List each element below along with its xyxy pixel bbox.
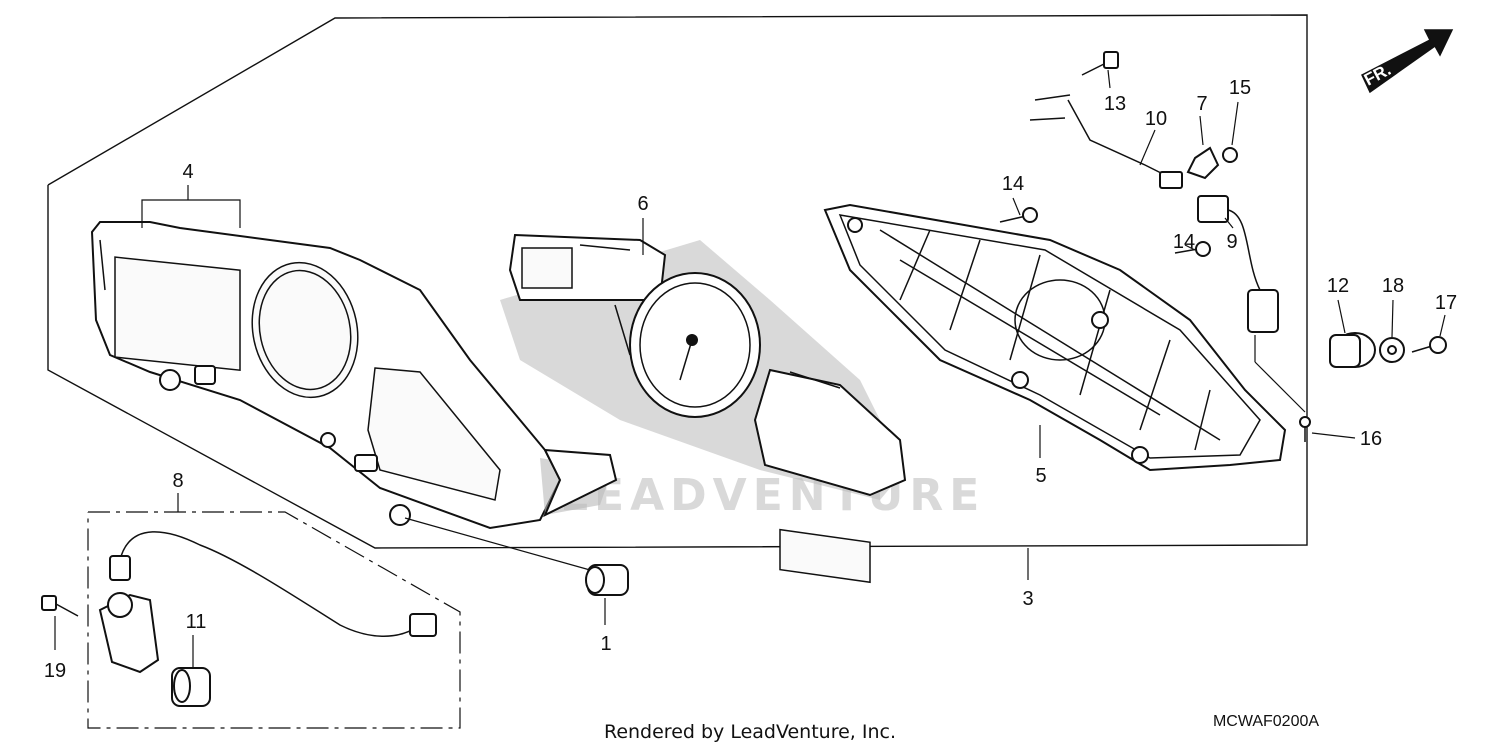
- callout-16[interactable]: 16: [1360, 428, 1382, 450]
- screw-part-14-upper[interactable]: [999, 207, 1038, 223]
- nut-part-15[interactable]: [1222, 147, 1238, 163]
- meter-cover-part[interactable]: [90, 221, 618, 530]
- callout-8[interactable]: 8: [172, 470, 183, 492]
- callout-labels: 1 3 4 5 6 7 8 9 10 11 12 13 14 14 15 16 …: [44, 77, 1457, 682]
- callout-13[interactable]: 13: [1104, 93, 1126, 115]
- watermark: LEADVENTURE: [560, 470, 985, 521]
- socket-part-9[interactable]: [1197, 195, 1306, 413]
- assembly-frame: [47, 14, 1308, 549]
- callout-7[interactable]: 7: [1196, 93, 1207, 115]
- leader-lines: [54, 69, 1446, 668]
- callout-6[interactable]: 6: [637, 193, 648, 215]
- callout-19[interactable]: 19: [44, 660, 66, 682]
- callout-1[interactable]: 1: [600, 633, 611, 655]
- callout-14-upper[interactable]: 14: [1002, 173, 1024, 195]
- washer-part-18[interactable]: [1379, 337, 1405, 363]
- cable-kit-frame: [87, 511, 461, 729]
- clamp-part-7[interactable]: [1186, 146, 1220, 180]
- callout-9[interactable]: 9: [1226, 231, 1237, 253]
- callout-14-lower[interactable]: 14: [1173, 231, 1195, 253]
- bolt-part-19[interactable]: [41, 595, 79, 617]
- sensor-cable-part-8[interactable]: [98, 531, 437, 674]
- screw-part-16[interactable]: [1299, 416, 1311, 442]
- bolt-part-13[interactable]: [1081, 51, 1119, 76]
- harness-part-10[interactable]: [1029, 94, 1183, 189]
- callout-3[interactable]: 3: [1022, 588, 1033, 610]
- callout-15[interactable]: 15: [1229, 77, 1251, 99]
- meter-unit-part[interactable]: [500, 233, 907, 584]
- front-direction-arrow: FR.: [1361, 29, 1454, 94]
- footer-credit: Rendered by LeadVenture, Inc.: [604, 721, 896, 743]
- collar-part-11[interactable]: [171, 667, 211, 707]
- meter-case-part[interactable]: [823, 203, 1287, 472]
- screw-part-17[interactable]: [1411, 336, 1447, 354]
- callout-18[interactable]: 18: [1382, 275, 1404, 297]
- callout-5[interactable]: 5: [1035, 465, 1046, 487]
- diagram-code: MCWAF0200A: [1213, 713, 1319, 730]
- callout-17[interactable]: 17: [1435, 292, 1457, 314]
- callout-11[interactable]: 11: [186, 611, 207, 633]
- grommet-part-1[interactable]: [404, 517, 629, 596]
- callout-10[interactable]: 10: [1145, 108, 1167, 130]
- grommet-part-12[interactable]: [1329, 332, 1376, 368]
- callout-12[interactable]: 12: [1327, 275, 1349, 297]
- callout-4[interactable]: 4: [182, 161, 193, 183]
